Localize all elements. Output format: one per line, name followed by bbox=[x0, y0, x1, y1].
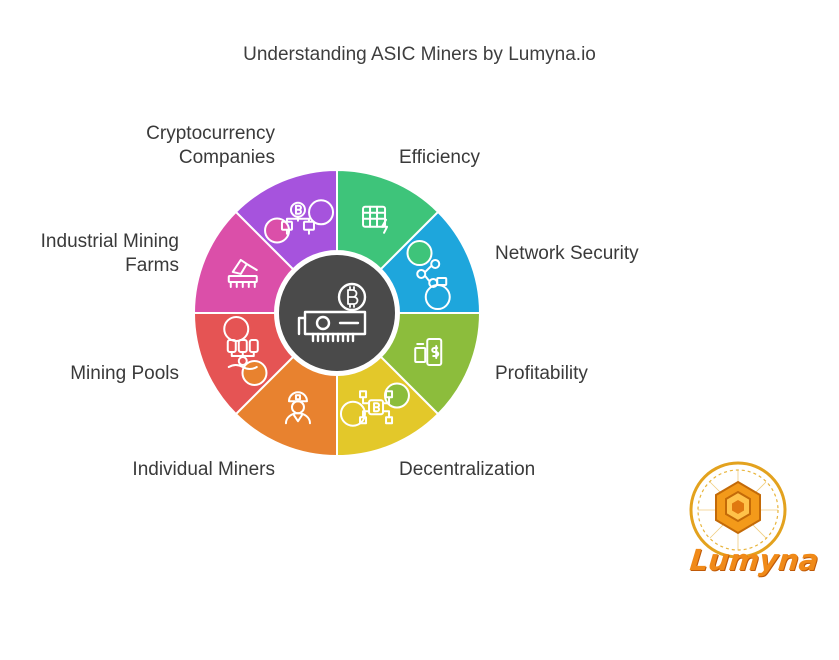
puzzle-knob bbox=[241, 359, 268, 386]
label-decentralization: Decentralization bbox=[399, 459, 536, 480]
puzzle-knob bbox=[383, 382, 410, 409]
mining-drill-icon bbox=[227, 258, 258, 288]
network-lock-icon bbox=[416, 258, 448, 288]
puzzle-knob bbox=[308, 199, 335, 226]
puzzle-knob bbox=[223, 315, 250, 342]
label-efficiency: Efficiency bbox=[399, 147, 480, 168]
page-title: Understanding ASIC Miners by Lumyna.io bbox=[243, 44, 596, 65]
bitcoin-asic-chip-icon bbox=[297, 282, 367, 343]
bitcoin-network-icon bbox=[359, 390, 394, 425]
label-cryptocurrency-companies: Cryptocurrency Companies bbox=[118, 122, 275, 170]
lumyna-cube-logo-icon bbox=[689, 461, 787, 558]
label-individual-miners: Individual Miners bbox=[132, 459, 275, 480]
database-pool-icon bbox=[226, 339, 259, 371]
label-profitability: Profitability bbox=[495, 363, 588, 384]
phone-dollar-icon bbox=[414, 338, 443, 367]
puzzle-knob bbox=[424, 284, 451, 311]
label-industrial-mining-farms: Industrial Mining Farms bbox=[18, 230, 179, 278]
label-cryptocurrency-line2: Companies bbox=[178, 147, 275, 168]
label-network-security: Network Security bbox=[495, 243, 639, 264]
bitcoin-computers-icon bbox=[280, 201, 315, 235]
puzzle-knob bbox=[406, 240, 433, 267]
label-mining-pools: Mining Pools bbox=[70, 363, 179, 384]
logo-text: Lumyna bbox=[688, 543, 821, 577]
miner-person-icon bbox=[284, 391, 311, 425]
label-cryptocurrency-line1: Cryptocurrency bbox=[146, 123, 275, 144]
spreadsheet-lightning-icon bbox=[362, 205, 389, 234]
puzzle-knob bbox=[339, 400, 366, 427]
label-industrial-line2: Farms bbox=[125, 255, 179, 276]
label-industrial-line1: Industrial Mining bbox=[40, 231, 179, 252]
